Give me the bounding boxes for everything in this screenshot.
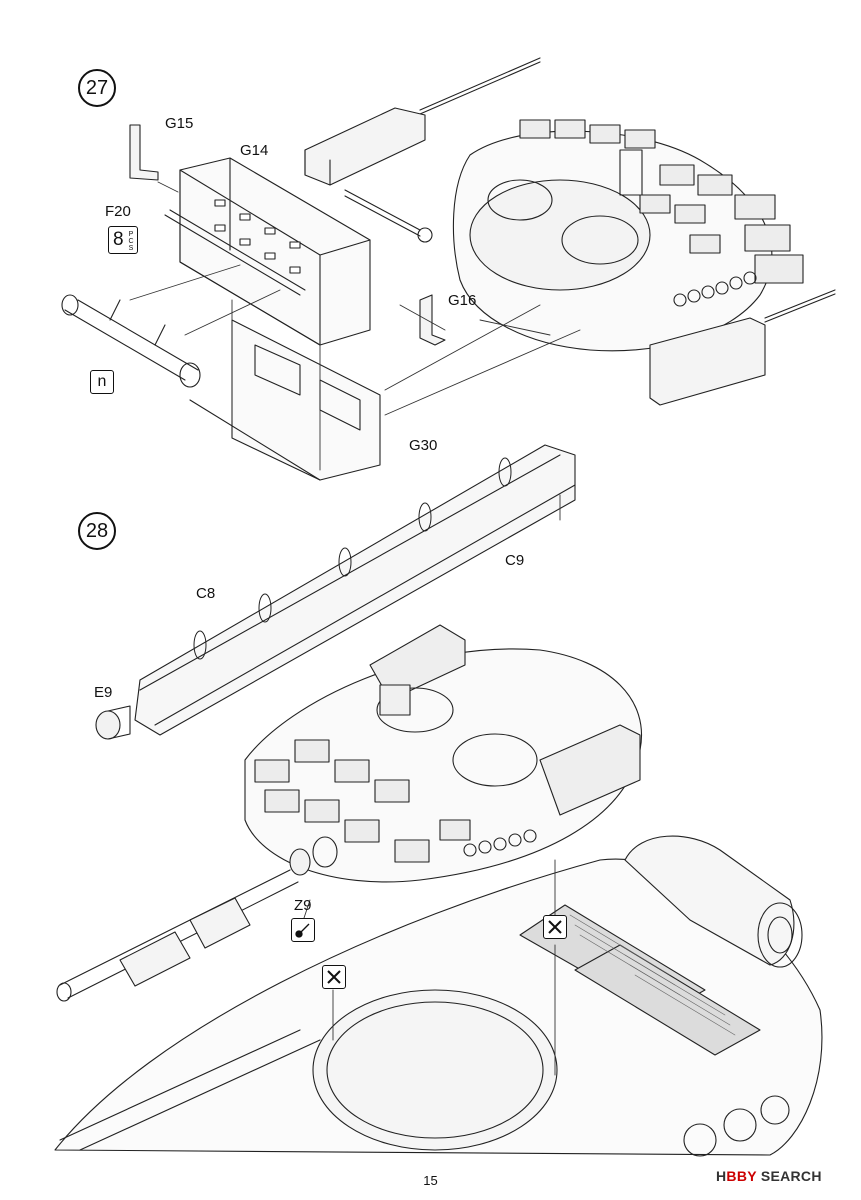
part-label-c9: C9: [505, 552, 525, 569]
part-label-z9: Z9: [294, 897, 312, 914]
step-number-27: 27: [78, 69, 116, 107]
part-label-f20: F20: [105, 203, 131, 220]
no-glue-icon: [322, 965, 346, 989]
option-n-badge: n: [90, 370, 114, 394]
quantity-unit: PCS: [128, 231, 134, 252]
part-label-g16: G16: [448, 292, 477, 309]
glue-brush-icon: [291, 918, 315, 942]
part-label-g15: G15: [165, 115, 194, 132]
step-number-28: 28: [78, 512, 116, 550]
page-number: 15: [423, 1173, 438, 1188]
part-label-e9: E9: [94, 684, 113, 701]
no-glue-icon: [543, 915, 567, 939]
quantity-value: 8: [113, 229, 124, 250]
watermark-prefix: H: [716, 1168, 727, 1184]
step27-drawing: [61, 57, 836, 481]
watermark-brand: BBY: [726, 1168, 757, 1184]
watermark-suffix: SEARCH: [756, 1168, 822, 1184]
quantity-badge: 8 PCS: [108, 226, 138, 254]
part-label-c8: C8: [196, 585, 216, 602]
step28-drawing: [54, 444, 823, 1157]
part-label-g30: G30: [409, 437, 438, 454]
part-label-g14: G14: [240, 142, 269, 159]
watermark: HBBY SEARCH: [716, 1168, 822, 1184]
